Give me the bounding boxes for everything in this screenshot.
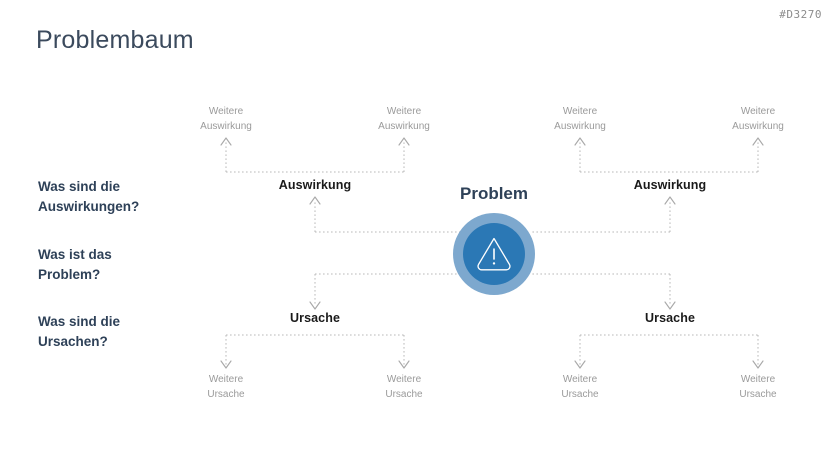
slide-code: #D3270	[779, 8, 822, 21]
problem-label: Problem	[459, 184, 529, 203]
page-title: Problembaum	[36, 26, 194, 54]
node-effect-right[interactable]: Auswirkung	[633, 178, 707, 192]
node-further-effect-2[interactable]: Weitere Auswirkung	[378, 106, 430, 132]
warning-triangle-icon[interactable]	[452, 212, 536, 296]
node-further-cause-2[interactable]: Weitere Ursache	[385, 374, 423, 400]
node-effect-left[interactable]: Auswirkung	[278, 178, 352, 192]
question-label-causes: Was sind die Ursachen?	[38, 314, 121, 349]
question-label-effects: Was sind die Auswirkungen?	[38, 179, 140, 214]
node-further-cause-3[interactable]: Weitere Ursache	[561, 374, 599, 400]
node-further-cause-4[interactable]: Weitere Ursache	[739, 374, 777, 400]
node-further-effect-1[interactable]: Weitere Auswirkung	[200, 106, 252, 132]
question-label-problem: Was ist das Problem?	[38, 247, 112, 282]
node-further-cause-1[interactable]: Weitere Ursache	[207, 374, 245, 400]
node-cause-right[interactable]: Ursache	[644, 311, 696, 325]
node-further-effect-3[interactable]: Weitere Auswirkung	[554, 106, 606, 132]
node-cause-left[interactable]: Ursache	[289, 311, 341, 325]
problem-node[interactable]	[452, 212, 536, 296]
node-further-effect-4[interactable]: Weitere Auswirkung	[732, 106, 784, 132]
